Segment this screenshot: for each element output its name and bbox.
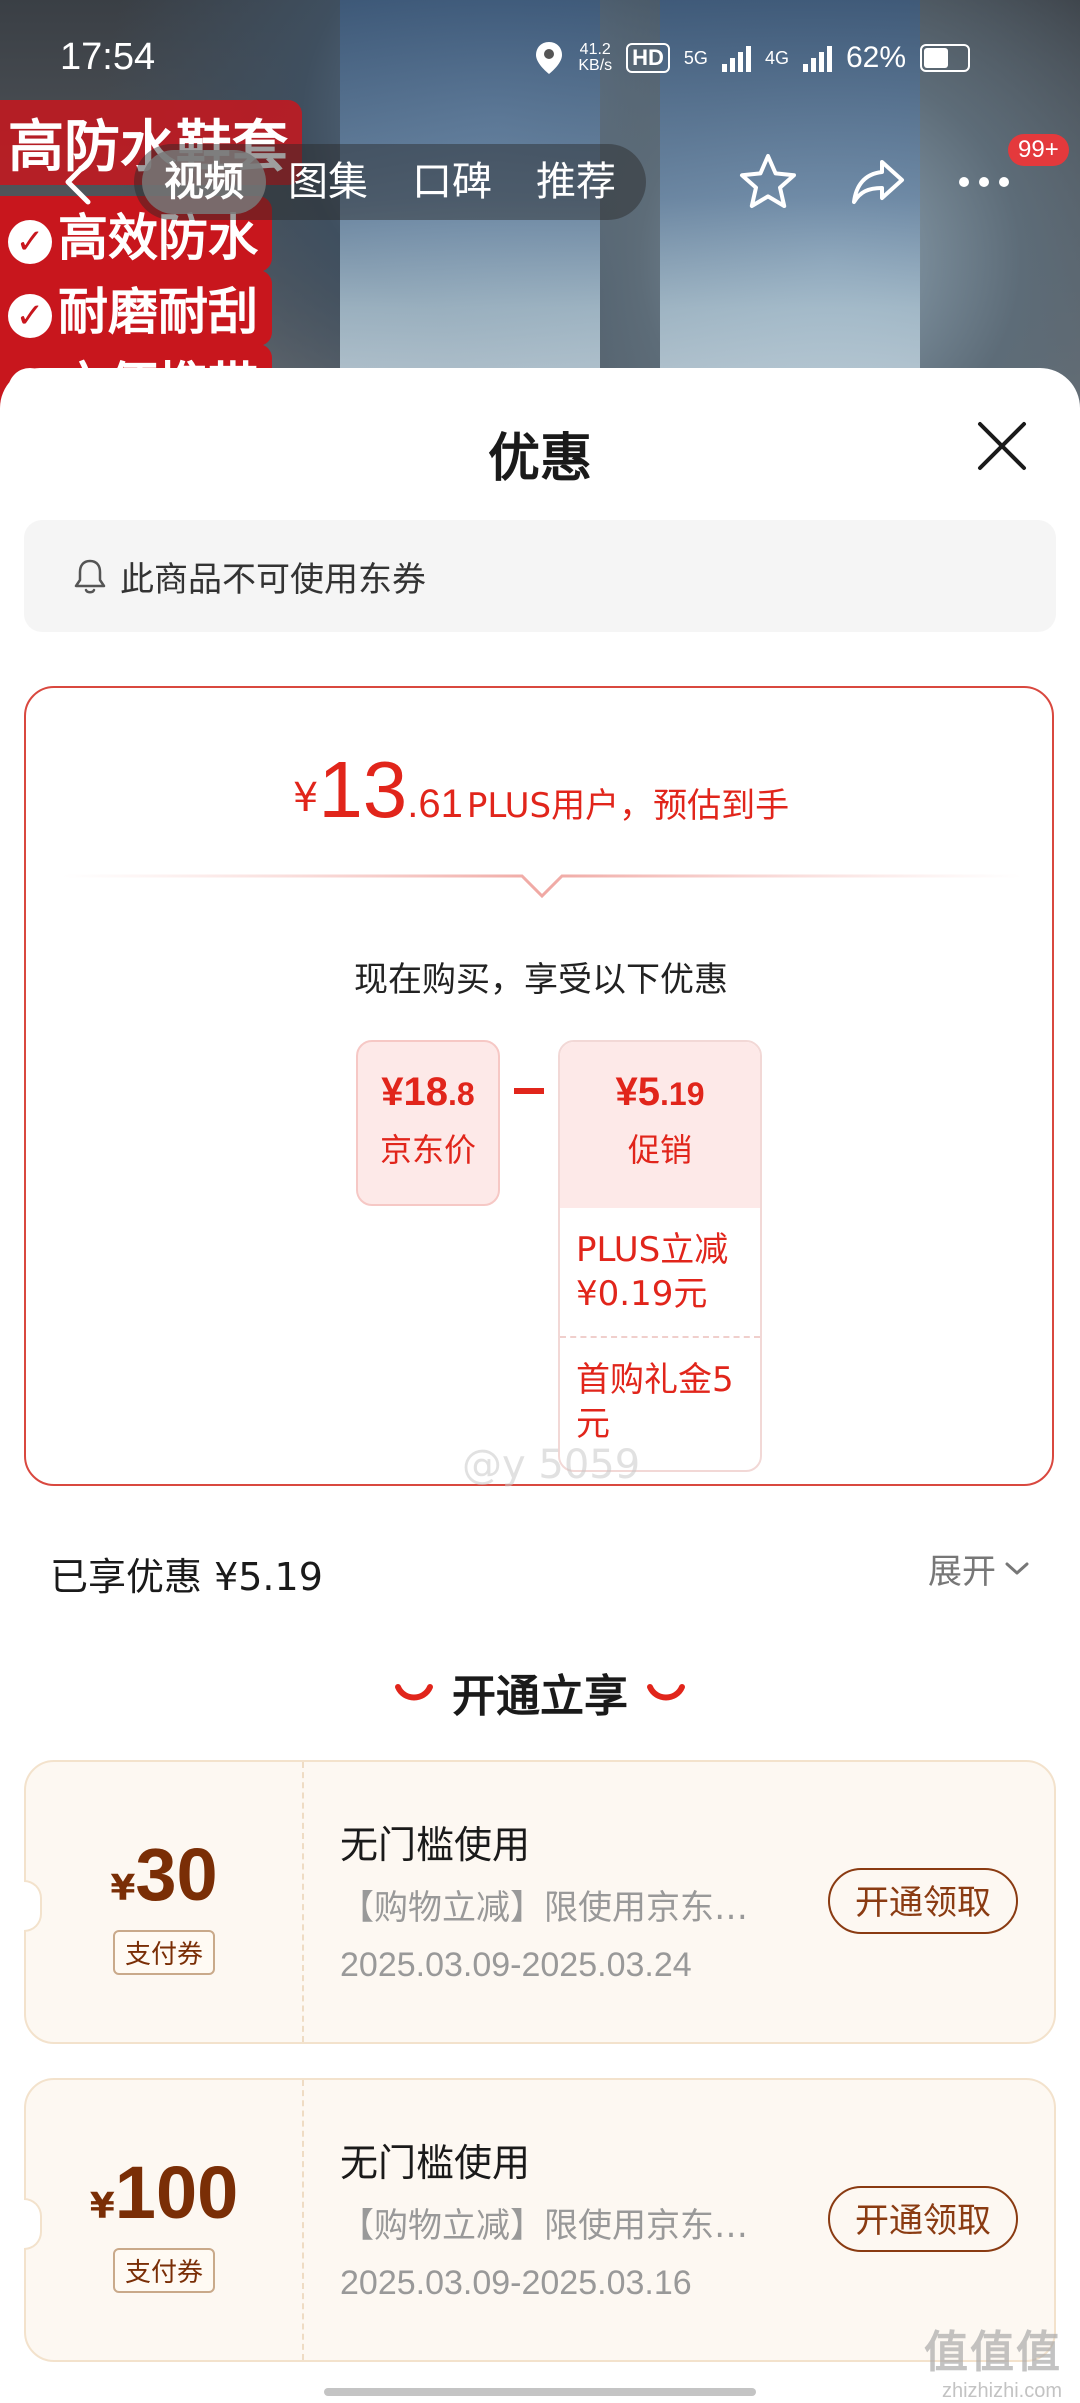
jd-price-box: ¥18.8 京东价 (356, 1040, 500, 1206)
top-nav: 视频 图集 口碑 推荐 99+ (0, 134, 1080, 226)
tab-gallery[interactable]: 图集 (288, 159, 368, 205)
jd-price-value: ¥18 (381, 1070, 449, 1114)
section-title: 开通立享 (0, 1660, 1080, 1724)
coupon-date: 2025.03.09-2025.03.24 (340, 1946, 692, 1984)
site-watermark-url: zhizhizhi.com (941, 2380, 1062, 2402)
promotion-box: ¥5.19 促销 PLUS立减¥0.19元 首购礼金5元 (558, 1040, 762, 1472)
claim-coupon-button[interactable]: 开通领取 (828, 1868, 1018, 1934)
check-icon: ✓ (8, 293, 52, 338)
buy-now-text: 现在购买，享受以下优惠 (354, 960, 728, 1000)
jd-price-label: 京东价 (379, 1131, 476, 1169)
tab-reviews[interactable]: 口碑 (412, 159, 492, 205)
tab-recommend[interactable]: 推荐 (536, 159, 616, 205)
status-time: 17:54 (60, 36, 156, 78)
location-icon (536, 42, 563, 74)
expand-label: 展开 (928, 1552, 996, 1592)
coupon-desc: 【购物立减】限使用京东… (340, 1888, 748, 1928)
share-icon[interactable] (846, 150, 910, 214)
coupon-title: 无门槛使用 (340, 2141, 531, 2185)
enjoyed-discount: 已享优惠 ¥5.19 (50, 1555, 323, 1599)
expand-button[interactable]: 展开 (928, 1544, 1030, 1593)
coupon-card: ¥30 支付券 无门槛使用 【购物立减】限使用京东… 2025.03.09-20… (24, 1760, 1056, 2044)
promo-item-plus: PLUS立减¥0.19元 (576, 1230, 729, 1314)
bell-icon (74, 559, 106, 594)
promo-overlay-line: ✓耐磨耐刮 (0, 270, 272, 346)
back-arrow-icon[interactable] (50, 152, 110, 212)
product-image-leg-right (660, 0, 920, 440)
coupon-type-tag: 支付券 (112, 2248, 216, 2293)
site-watermark: 值值值 zhizhizhi.com (924, 2316, 1062, 2403)
promo-overlay-line: ✓高效防水 (0, 196, 272, 272)
promo-value: ¥5 (615, 1070, 661, 1114)
close-icon[interactable] (974, 418, 1030, 474)
hd-icon: HD (626, 43, 670, 73)
net-4g-label: 4G (764, 48, 789, 68)
promo-item-first-buy: 首购礼金5元 (560, 1336, 760, 1466)
minus-sign (514, 1088, 544, 1094)
more-options-icon[interactable] (952, 150, 1016, 214)
promo-label: 促销 (627, 1131, 692, 1169)
coupon-desc: 【购物立减】限使用京东… (340, 2206, 748, 2246)
user-watermark: @y 5059 (462, 1442, 641, 1488)
notice-text: 此商品不可使用东券 (120, 559, 426, 600)
coupon-amount: ¥100 (89, 2151, 239, 2234)
coupon-date: 2025.03.09-2025.03.16 (340, 2264, 692, 2302)
smile-decoration-icon (395, 1684, 433, 1701)
signal-icon (802, 44, 832, 72)
coupon-card: ¥100 支付券 无门槛使用 【购物立减】限使用京东… 2025.03.09-2… (24, 2078, 1056, 2362)
smile-decoration-icon (647, 1684, 685, 1701)
net-5g-label: 5G (683, 48, 708, 68)
media-tabs: 视频 图集 口碑 推荐 (134, 144, 646, 220)
battery-percent: 62% (845, 41, 906, 74)
signal-icon (721, 44, 751, 72)
coupon-amount: ¥30 (110, 1833, 218, 1916)
product-image-leg-left (340, 0, 600, 440)
tab-video[interactable]: 视频 (142, 150, 266, 214)
check-icon: ✓ (8, 219, 52, 264)
site-watermark-logo: 值值值 (924, 2327, 1062, 2378)
claim-coupon-button[interactable]: 开通领取 (828, 2186, 1018, 2252)
coupon-type-tag: 支付券 (112, 1930, 216, 1975)
message-badge: 99+ (1008, 134, 1069, 166)
coupon-notice: 此商品不可使用东券 (24, 520, 1056, 632)
star-favorite-icon[interactable] (736, 150, 800, 214)
chevron-down-icon (1005, 1562, 1029, 1574)
home-indicator[interactable] (324, 2388, 756, 2396)
battery-icon (920, 44, 970, 72)
coupon-title: 无门槛使用 (340, 1823, 531, 1867)
price-divider (62, 874, 1022, 899)
coupon-amount-area: ¥100 支付券 (26, 2080, 304, 2360)
sheet-title: 优惠 (487, 429, 592, 489)
coupon-amount-area: ¥30 支付券 (26, 1762, 304, 2042)
